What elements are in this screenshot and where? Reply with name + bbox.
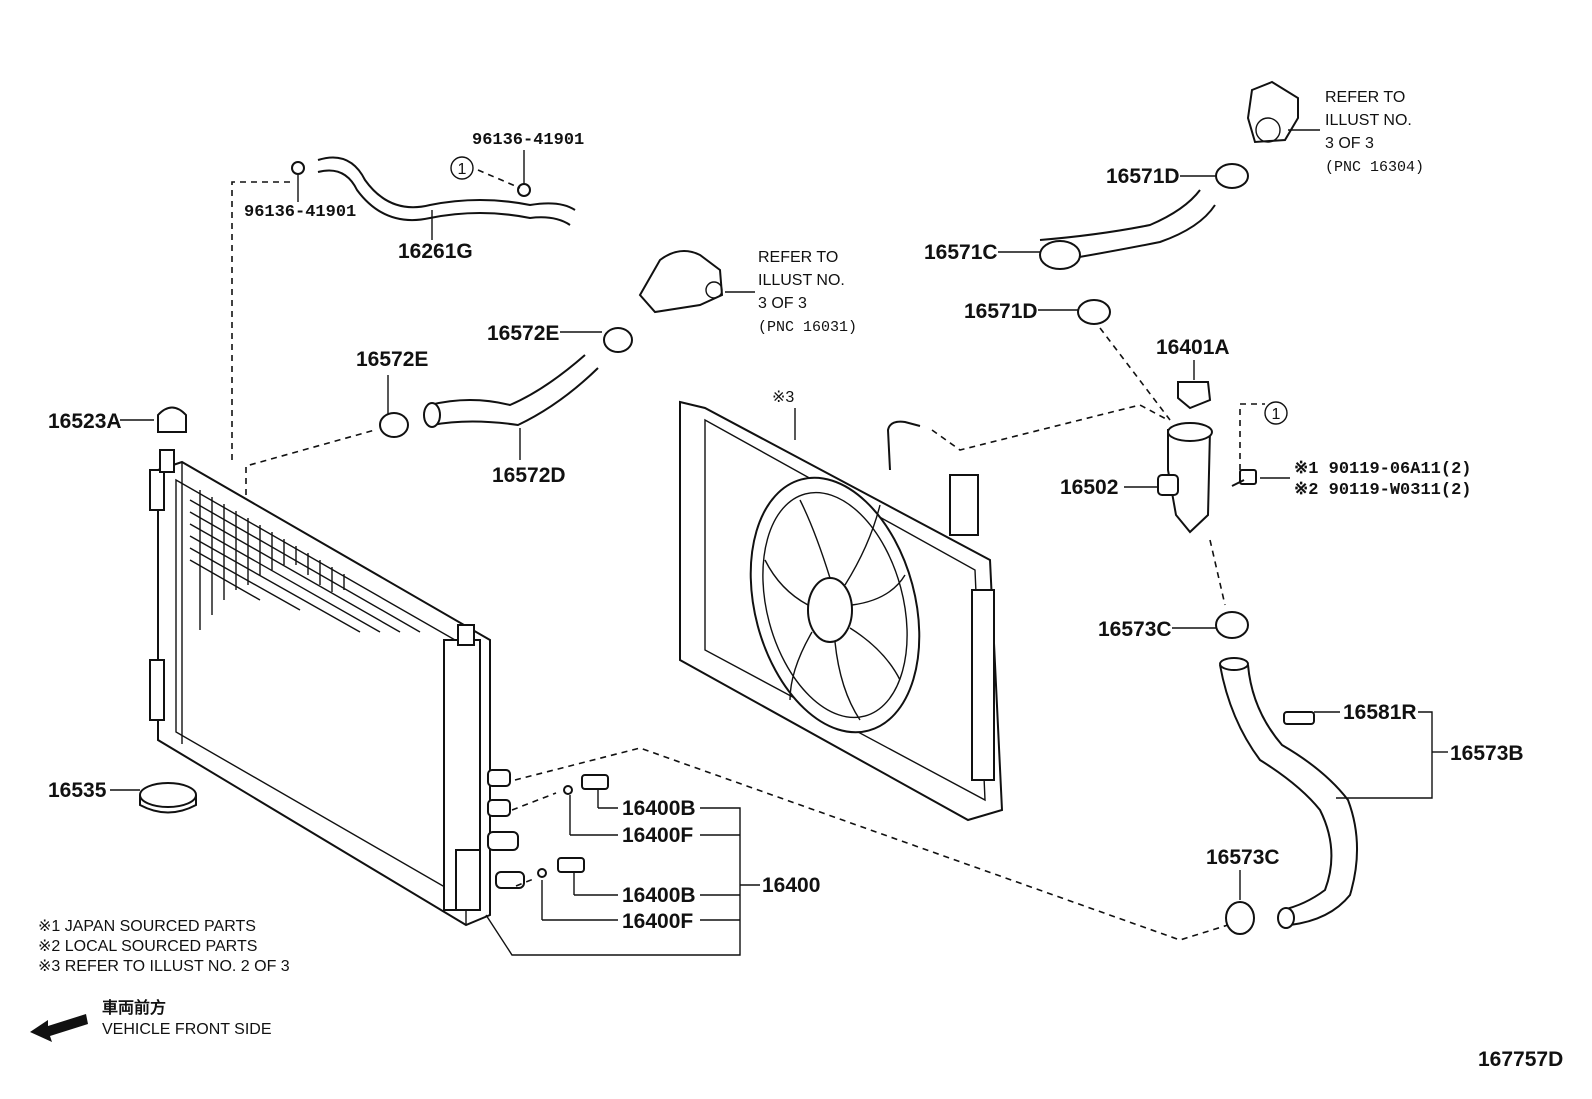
hose-16572D: [423, 354, 599, 428]
direction-jp: 車両前方: [102, 998, 166, 1017]
hose-16571C: [1039, 189, 1216, 270]
filler-neck-16502: [1157, 422, 1213, 534]
label-16572E-left: 16572E: [356, 348, 428, 371]
bolt-90119: [1231, 469, 1257, 487]
circle-marker-1b: [1264, 401, 1288, 425]
drain-plug-16400B-a: [563, 774, 609, 795]
circle-marker-1a: [450, 156, 474, 180]
cap-16401A: [1177, 381, 1212, 410]
refer-16304-line4: (PNC 16304): [1325, 159, 1424, 176]
legend: ※1 JAPAN SOURCED PARTS ※2 LOCAL SOURCED …: [30, 918, 290, 1042]
label-96136-top: 96136-41901: [472, 131, 584, 150]
label-16400F-a: 16400F: [622, 824, 693, 847]
label-16523A: 16523A: [48, 410, 122, 433]
cap-16535: [139, 782, 197, 814]
refer-16031-line2: ILLUST NO.: [758, 272, 845, 289]
refer-note-pnc16304: REFER TO ILLUST NO. 3 OF 3 (PNC 16304): [1325, 89, 1424, 176]
clip-96136-left: [291, 161, 305, 175]
label-16581R: 16581R: [1343, 701, 1417, 724]
label-bolt-japan: ※1 90119-06A11(2): [1294, 460, 1471, 479]
legend-note-3: ※3 REFER TO ILLUST NO. 2 OF 3: [38, 958, 290, 975]
clamp-16571D-top: [1215, 163, 1249, 189]
label-bolt-local: ※2 90119-W0311(2): [1294, 481, 1471, 500]
label-16571C: 16571C: [924, 241, 998, 264]
diagram-id: 167757D: [1478, 1048, 1563, 1071]
water-inlet-pnc16031: [638, 250, 724, 314]
legend-note-2: ※2 LOCAL SOURCED PARTS: [38, 938, 257, 955]
water-outlet-pnc16304: [1246, 80, 1299, 144]
clip-96136-top: [517, 183, 531, 197]
label-16535: 16535: [48, 779, 107, 802]
refer-16304-line2: ILLUST NO.: [1325, 112, 1412, 129]
radiator: [149, 449, 525, 927]
cap-16523A: [157, 406, 187, 433]
label-16502: 16502: [1060, 476, 1118, 499]
fan-shroud: [679, 400, 1004, 822]
refer-16031-line3: 3 OF 3: [758, 295, 807, 312]
refer-16031-line1: REFER TO: [758, 249, 838, 266]
drain-plug-16400B-b: [537, 857, 585, 878]
label-16572D: 16572D: [492, 464, 566, 487]
refer-note-pnc16031: REFER TO ILLUST NO. 3 OF 3 (PNC 16031): [758, 249, 857, 336]
leader-lines: [110, 129, 1448, 956]
dashed-guides: [231, 169, 1265, 941]
label-16400B-a: 16400B: [622, 797, 696, 820]
hose-16573B: [1219, 657, 1358, 929]
sensor-16581R: [1283, 711, 1315, 725]
label-16571D-top: 16571D: [1106, 165, 1180, 188]
label-16573C-top: 16573C: [1098, 618, 1172, 641]
legend-note-1: ※1 JAPAN SOURCED PARTS: [38, 918, 256, 935]
refer-16304-line1: REFER TO: [1325, 89, 1405, 106]
refer-16031-line4: (PNC 16031): [758, 319, 857, 336]
label-16571D-bottom: 16571D: [964, 300, 1038, 323]
label-16401A: 16401A: [1156, 336, 1230, 359]
clamp-16573C-bottom: [1225, 901, 1255, 935]
hose-16261G: [317, 156, 576, 226]
label-16400B-b: 16400B: [622, 884, 696, 907]
refer-16304-line3: 3 OF 3: [1325, 135, 1374, 152]
circle-marker-1a-text: 1: [458, 161, 467, 178]
label-16261G: 16261G: [398, 240, 473, 263]
clamp-16573C-top: [1215, 611, 1249, 639]
direction-en: VEHICLE FRONT SIDE: [102, 1021, 272, 1038]
label-96136-left: 96136-41901: [244, 203, 356, 222]
label-16573B: 16573B: [1450, 742, 1524, 765]
circle-marker-1b-text: 1: [1272, 406, 1281, 423]
label-16400F-b: 16400F: [622, 910, 693, 933]
label-16573C-bottom: 16573C: [1206, 846, 1280, 869]
label-16400: 16400: [762, 874, 820, 897]
clamp-16571D-bottom: [1077, 299, 1111, 325]
label-16572E-right: 16572E: [487, 322, 559, 345]
clamp-16572E-left: [379, 412, 409, 438]
label-mark-3: ※3: [772, 389, 794, 406]
clamp-16572E-right: [603, 327, 633, 353]
vehicle-front-arrow-icon: [30, 1014, 88, 1042]
